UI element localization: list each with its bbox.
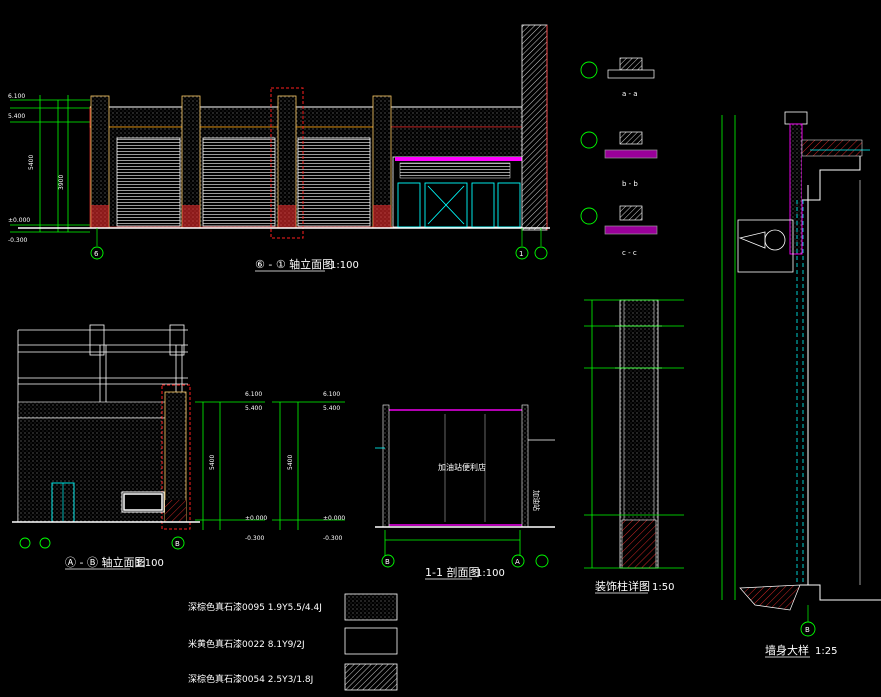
svg-text:-0.300: -0.300	[8, 237, 28, 244]
legend-label-1: 深棕色真石漆0095 1.9Y5.5/4.4J	[188, 601, 322, 613]
detail-a-label: a - a	[622, 90, 638, 98]
section-scale: 1:100	[476, 568, 505, 579]
axis-bubble-a-sec: A	[515, 558, 520, 566]
decorative-column-detail: 装饰柱详图 1:50	[584, 299, 684, 594]
section-side-label: 加油站	[532, 490, 541, 511]
axis-bubble-b-sec: B	[385, 558, 390, 566]
section-1-1: 加油站便利店 加油站 B A 1-1 剖面图 1:100	[375, 404, 555, 580]
axis-bubble-6: 6	[94, 250, 99, 258]
legend-label-2: 米黄色真石漆0022 8.1Y9/2J	[188, 638, 305, 650]
svg-text:±0.000: ±0.000	[245, 515, 267, 522]
svg-text:-0.300: -0.300	[245, 535, 265, 542]
column-detail-title: 装饰柱详图	[595, 579, 650, 593]
axis-bubble-b-wall: B	[805, 626, 810, 634]
elevation-a-b-title: Ⓐ - Ⓑ 轴立面图	[65, 555, 145, 569]
svg-text:5.400: 5.400	[323, 405, 340, 412]
elevation-6-1-title: ⑥ - ① 轴立面图	[255, 257, 333, 271]
svg-text:-0.300: -0.300	[323, 535, 343, 542]
svg-text:3900: 3900	[58, 175, 65, 190]
column-detail-scale: 1:50	[652, 582, 674, 593]
legend-swatch-1	[344, 593, 398, 621]
svg-text:5400: 5400	[28, 155, 35, 170]
wall-detail-title: 墙身大样	[765, 643, 809, 657]
legend-label-3: 深棕色真石漆0054 2.5Y3/1.8J	[188, 673, 313, 685]
elevation-6-1: 6.100 5.400 ±0.000 -0.300 5400 3900	[8, 24, 550, 272]
svg-text:±0.000: ±0.000	[8, 217, 30, 224]
section-room-label: 加油站便利店	[438, 462, 486, 472]
detail-b-label: b - b	[622, 180, 638, 188]
wall-section-detail: B 墙身大样 1:25	[721, 111, 881, 658]
svg-text:±0.000: ±0.000	[323, 515, 345, 522]
elevation-a-b-scale: 1:100	[135, 558, 164, 569]
detail-c-label: c - c	[622, 249, 637, 257]
svg-text:6.100: 6.100	[8, 93, 25, 100]
material-legend: 深棕色真石漆0095 1.9Y5.5/4.4J 米黄色真石漆0022 8.1Y9…	[188, 593, 398, 691]
section-title: 1-1 剖面图	[425, 565, 479, 579]
svg-text:6.100: 6.100	[245, 391, 262, 398]
svg-text:5400: 5400	[287, 455, 294, 470]
svg-text:5400: 5400	[209, 455, 216, 470]
svg-text:6.100: 6.100	[323, 391, 340, 398]
axis-bubble-b-elev: B	[175, 540, 180, 548]
small-details: a - a b - b c - c	[580, 57, 658, 257]
legend-swatch-3	[344, 663, 398, 691]
wall-detail-scale: 1:25	[815, 646, 837, 657]
elevation-6-1-scale: 1:100	[330, 260, 359, 271]
svg-text:5.400: 5.400	[8, 113, 25, 120]
axis-bubble-1: 1	[519, 250, 523, 258]
elevation-a-b: 6.100 5.400 ±0.000 -0.300 6.100 5.400 ±0…	[12, 324, 345, 570]
legend-swatch-2	[344, 627, 398, 655]
svg-text:5.400: 5.400	[245, 405, 262, 412]
